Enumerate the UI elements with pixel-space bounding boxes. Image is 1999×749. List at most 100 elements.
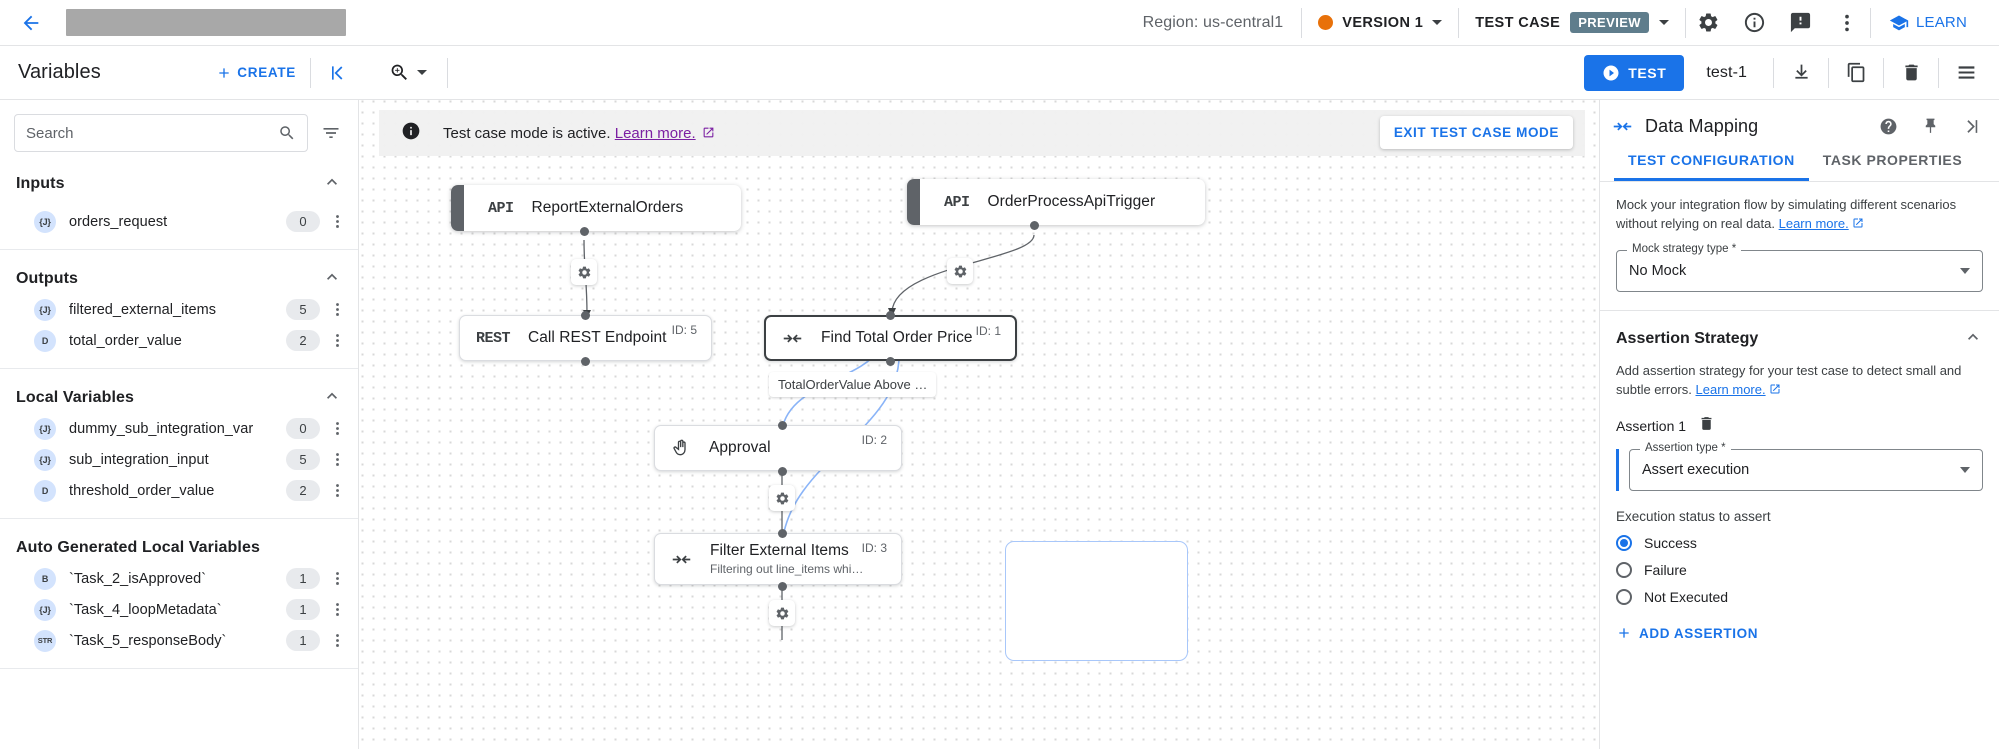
search-icon: [280, 126, 294, 140]
mock-learn-more-link[interactable]: Learn more.: [1778, 215, 1849, 231]
node-call-rest-endpoint[interactable]: REST Call REST Endpoint ID: 5: [459, 315, 712, 361]
variable-name: sub_integration_input: [69, 451, 209, 468]
node-report-external-orders[interactable]: API ReportExternalOrders: [451, 185, 741, 231]
feedback-icon[interactable]: [1778, 0, 1824, 46]
preview-badge: PREVIEW: [1570, 12, 1649, 33]
variable-name: `Task_4_loopMetadata`: [69, 601, 222, 618]
test-case-selector[interactable]: TEST CASE PREVIEW: [1459, 0, 1685, 46]
test-button[interactable]: TEST: [1584, 54, 1685, 91]
plus-icon: [219, 67, 229, 78]
node-filter-external-items[interactable]: Filter External Items Filtering out line…: [654, 533, 902, 585]
pin-icon[interactable]: [1915, 111, 1945, 141]
trash-icon[interactable]: [1888, 50, 1934, 96]
edge-condition-label[interactable]: TotalOrderValue Above …: [769, 372, 937, 397]
info-icon[interactable]: [1732, 0, 1778, 46]
variable-count: 1: [286, 630, 320, 651]
variable-row[interactable]: {J} filtered_external_items 5: [0, 294, 358, 325]
group-header-outputs[interactable]: Outputs: [0, 250, 358, 294]
edge-gear-icon[interactable]: [947, 258, 973, 284]
variable-row[interactable]: {J} `Task_4_loopMetadata` 1: [0, 594, 358, 625]
tab-test-configuration[interactable]: TEST CONFIGURATION: [1614, 152, 1809, 181]
test-case-name[interactable]: test-1: [1706, 63, 1747, 81]
node-output-port[interactable]: [778, 582, 787, 591]
expand-right-icon[interactable]: [1957, 111, 1987, 141]
partial-node-card[interactable]: [1005, 541, 1188, 661]
variable-group-inputs: Inputs {J} orders_request 0: [0, 162, 358, 250]
create-variable-button[interactable]: CREATE: [206, 65, 306, 81]
search-input[interactable]: [26, 124, 278, 142]
sort-icon[interactable]: [318, 123, 344, 143]
node-input-port[interactable]: [778, 529, 787, 538]
more-vert-icon[interactable]: [326, 482, 348, 499]
mock-description: Mock your integration flow by simulating…: [1616, 196, 1983, 234]
help-icon[interactable]: [1873, 111, 1903, 141]
radio-success[interactable]: Success: [1616, 535, 1983, 552]
edge-gear-icon[interactable]: [571, 259, 597, 285]
variable-row[interactable]: STR `Task_5_responseBody` 1: [0, 625, 358, 656]
more-vert-icon[interactable]: [326, 601, 348, 618]
variable-count: 2: [286, 480, 320, 501]
assertion-type-select[interactable]: Assertion type * Assert execution: [1629, 442, 1983, 492]
radio-failure[interactable]: Failure: [1616, 562, 1983, 579]
node-output-port[interactable]: [581, 357, 590, 366]
more-vert-icon[interactable]: [1824, 0, 1870, 46]
variable-row[interactable]: {J} sub_integration_input 5: [0, 444, 358, 475]
edge-gear-icon[interactable]: [769, 485, 795, 511]
more-vert-icon[interactable]: [326, 570, 348, 587]
list-icon[interactable]: [1943, 50, 1989, 96]
variable-row[interactable]: D total_order_value 2: [0, 325, 358, 356]
variable-count: 2: [286, 330, 320, 351]
variable-row[interactable]: {J} dummy_sub_integration_var 0: [0, 413, 358, 444]
collapse-left-icon[interactable]: [315, 51, 359, 95]
node-output-port[interactable]: [886, 357, 895, 366]
assertion-learn-more-link[interactable]: Learn more.: [1695, 381, 1766, 397]
node-input-port[interactable]: [778, 421, 787, 430]
variable-row[interactable]: B `Task_2_isApproved` 1: [0, 563, 358, 594]
node-output-port[interactable]: [580, 227, 589, 236]
type-badge: D: [34, 479, 56, 502]
learn-button[interactable]: LEARN: [1871, 0, 1985, 46]
variable-row[interactable]: D threshold_order_value 2: [0, 475, 358, 506]
node-output-port[interactable]: [1030, 221, 1039, 230]
variable-name: dummy_sub_integration_var: [69, 420, 254, 437]
group-header-inputs[interactable]: Inputs: [0, 162, 358, 206]
node-order-process-api-trigger[interactable]: API OrderProcessApiTrigger: [907, 179, 1205, 225]
node-approval[interactable]: Approval ID: 2: [654, 425, 902, 471]
mock-strategy-select[interactable]: Mock strategy type * No Mock: [1616, 242, 1983, 292]
external-link-icon: [703, 127, 714, 137]
delete-assertion-icon[interactable]: [1698, 415, 1715, 437]
integration-canvas[interactable]: Test case mode is active. Learn more. EX…: [359, 100, 1599, 749]
download-icon[interactable]: [1778, 50, 1824, 96]
tab-task-properties[interactable]: TASK PROPERTIES: [1822, 152, 1963, 168]
search-box[interactable]: [14, 114, 308, 152]
more-vert-icon[interactable]: [326, 632, 348, 649]
panel-header: Data Mapping: [1600, 100, 1999, 152]
node-find-total-order-price[interactable]: Find Total Order Price ID: 1: [764, 315, 1017, 361]
more-vert-icon[interactable]: [326, 332, 348, 349]
add-assertion-button[interactable]: ADD ASSERTION: [1616, 625, 1758, 641]
more-vert-icon[interactable]: [326, 420, 348, 437]
edge-gear-icon[interactable]: [769, 600, 795, 626]
zoom-control[interactable]: [373, 62, 443, 83]
copy-icon[interactable]: [1833, 50, 1879, 96]
group-header-local-variables[interactable]: Local Variables: [0, 369, 358, 413]
trigger-accent-bar: [907, 179, 920, 225]
assertion-section-header[interactable]: Assertion Strategy: [1600, 311, 1999, 352]
node-id: ID: 2: [861, 433, 887, 447]
variable-group-auto-generated: Auto Generated Local Variables B `Task_2…: [0, 519, 358, 669]
node-input-port[interactable]: [886, 311, 895, 320]
banner-learn-more-link[interactable]: Learn more.: [614, 124, 696, 142]
radio-not-executed[interactable]: Not Executed: [1616, 589, 1983, 606]
gear-icon[interactable]: [1686, 0, 1732, 46]
exit-test-case-mode-button[interactable]: EXIT TEST CASE MODE: [1379, 116, 1573, 149]
node-input-port[interactable]: [581, 311, 590, 320]
variable-row[interactable]: {J} orders_request 0: [0, 206, 358, 237]
more-vert-icon[interactable]: [326, 213, 348, 230]
group-header-auto-generated[interactable]: Auto Generated Local Variables: [0, 519, 358, 563]
back-arrow-icon[interactable]: [14, 6, 48, 40]
more-vert-icon[interactable]: [326, 451, 348, 468]
mock-description-text: Mock your integration flow by simulating…: [1616, 197, 1957, 231]
node-output-port[interactable]: [778, 467, 787, 476]
more-vert-icon[interactable]: [326, 301, 348, 318]
version-selector[interactable]: VERSION 1: [1302, 0, 1458, 46]
